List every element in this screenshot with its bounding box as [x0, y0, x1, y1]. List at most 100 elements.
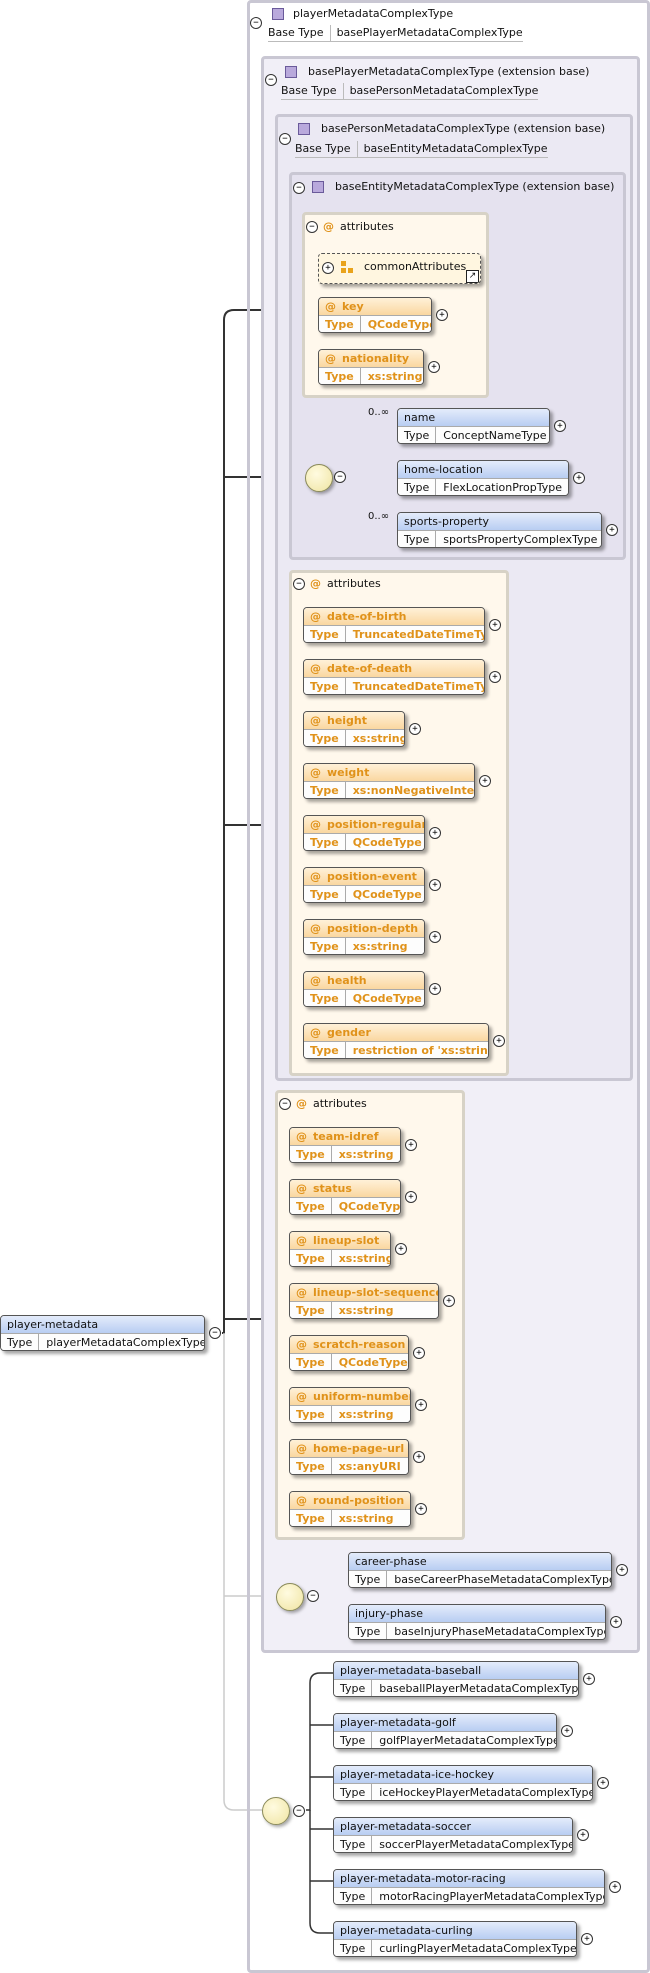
- type-value: soccerPlayerMetadataComplexType: [379, 1838, 573, 1851]
- collapse-player-extension-toggle[interactable]: −: [265, 74, 277, 86]
- sequence-compositor-icon[interactable]: [305, 464, 333, 492]
- type-label: Type: [340, 1784, 373, 1800]
- choice-compositor-icon[interactable]: [276, 1583, 304, 1611]
- expand-node-toggle[interactable]: +: [415, 1503, 427, 1515]
- expand-node-toggle[interactable]: +: [616, 1564, 628, 1576]
- collapse-complex-type-toggle[interactable]: −: [250, 17, 262, 29]
- expand-node-toggle[interactable]: +: [479, 775, 491, 787]
- expand-node-toggle[interactable]: +: [577, 1829, 589, 1841]
- type-label: Type: [404, 531, 437, 547]
- attribute-node[interactable]: @date-of-birthTypeTruncatedDateTimeType: [303, 607, 485, 643]
- expand-node-toggle[interactable]: +: [429, 827, 441, 839]
- expand-node-toggle[interactable]: +: [489, 671, 501, 683]
- expand-node-toggle[interactable]: +: [583, 1673, 595, 1685]
- collapse-sports-choice-toggle[interactable]: −: [293, 1805, 305, 1817]
- type-value: restriction of 'xs:string': [352, 1044, 489, 1057]
- collapse-sequence-toggle[interactable]: −: [334, 471, 346, 483]
- choice-compositor-icon[interactable]: [262, 1797, 290, 1825]
- expand-node-toggle[interactable]: +: [610, 1616, 622, 1628]
- expand-node-toggle[interactable]: +: [443, 1295, 455, 1307]
- expand-node-toggle[interactable]: +: [409, 723, 421, 735]
- link-arrow-icon[interactable]: ↗: [466, 270, 479, 283]
- attribute-node[interactable]: @date-of-deathTypeTruncatedDateTimeType: [303, 659, 485, 695]
- type-label: Type: [310, 678, 346, 694]
- collapse-root-toggle[interactable]: −: [209, 1327, 221, 1339]
- expand-node-toggle[interactable]: +: [436, 309, 448, 321]
- element-name: player-metadata-baseball: [334, 1662, 578, 1679]
- attribute-icon: @: [310, 818, 321, 831]
- expand-node-toggle[interactable]: +: [554, 420, 566, 432]
- expand-node-toggle[interactable]: +: [429, 983, 441, 995]
- expand-node-toggle[interactable]: +: [429, 931, 441, 943]
- expand-node-toggle[interactable]: +: [413, 1347, 425, 1359]
- type-value: sportsPropertyComplexType: [443, 533, 598, 546]
- expand-node-toggle[interactable]: +: [429, 879, 441, 891]
- expand-node-toggle[interactable]: +: [493, 1035, 505, 1047]
- type-value: baseballPlayerMetadataComplexType: [379, 1682, 579, 1695]
- expand-node-toggle[interactable]: +: [405, 1139, 417, 1151]
- collapse-entity-extension-toggle[interactable]: −: [293, 182, 305, 194]
- group-ref-name: commonAttributes: [364, 260, 467, 273]
- collapse-entity-attributes-toggle[interactable]: −: [306, 221, 318, 233]
- expand-node-toggle[interactable]: +: [413, 1451, 425, 1463]
- attribute-icon: @: [296, 1097, 307, 1110]
- attribute-icon: @: [296, 1130, 307, 1143]
- expand-node-toggle[interactable]: +: [405, 1191, 417, 1203]
- attribute-name-row: @gender: [304, 1024, 488, 1041]
- attribute-group-ref[interactable]: + commonAttributes ↗: [318, 253, 481, 284]
- expand-node-toggle[interactable]: +: [609, 1881, 621, 1893]
- expand-node-toggle[interactable]: +: [415, 1399, 427, 1411]
- expand-node-toggle[interactable]: +: [428, 361, 440, 373]
- type-value: xs:string: [338, 1304, 394, 1317]
- expand-node-toggle[interactable]: +: [597, 1777, 609, 1789]
- collapse-person-attributes-toggle[interactable]: −: [293, 578, 305, 590]
- expand-node-toggle[interactable]: +: [573, 472, 585, 484]
- collapse-person-extension-toggle[interactable]: −: [279, 133, 291, 145]
- base-type-label: Base Type: [281, 83, 344, 99]
- expand-node-toggle[interactable]: +: [395, 1243, 407, 1255]
- expand-node-toggle[interactable]: +: [581, 1933, 593, 1945]
- expand-group-toggle[interactable]: +: [322, 262, 334, 274]
- collapse-phase-choice-toggle[interactable]: −: [307, 1590, 319, 1602]
- expand-node-toggle[interactable]: +: [561, 1725, 573, 1737]
- collapse-player-attributes-toggle[interactable]: −: [279, 1098, 291, 1110]
- expand-node-toggle[interactable]: +: [606, 524, 618, 536]
- type-label: Type: [310, 730, 346, 746]
- expand-node-toggle[interactable]: +: [489, 619, 501, 631]
